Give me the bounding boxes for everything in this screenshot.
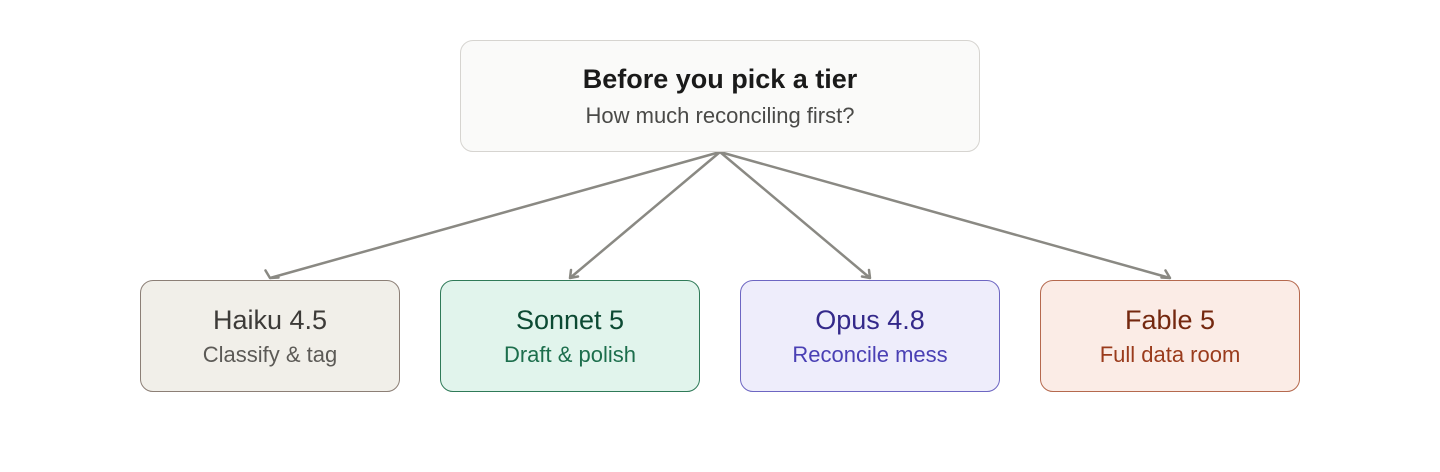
tier-name: Haiku 4.5 [212,305,328,335]
arrowhead-haiku [264,269,280,280]
tier-name: Opus 4.8 [815,305,925,335]
tier-name: Sonnet 5 [515,305,625,335]
tier-task: Reconcile mess [792,342,948,367]
root-title: Before you pick a tier [582,64,858,94]
connector-opus [719,151,871,279]
tier-node-fable: Fable 5 Full data room [1040,280,1300,392]
tier-task: Full data room [1099,342,1241,367]
tier-node-haiku: Haiku 4.5 Classify & tag [140,280,400,392]
connector-fable [719,150,1171,280]
connector-sonnet [569,151,721,279]
tier-task: Draft & polish [503,342,637,367]
connector-haiku [269,150,721,280]
arrowhead-fable [1160,269,1172,280]
root-decision-node: Before you pick a tier How much reconcil… [460,40,980,152]
arrowhead-sonnet [568,268,580,280]
tier-node-opus: Opus 4.8 Reconcile mess [740,280,1000,392]
tier-task: Classify & tag [202,342,338,367]
root-subtitle: How much reconciling first? [585,103,855,128]
tier-name: Fable 5 [1124,305,1216,335]
arrowhead-opus [860,268,872,280]
tier-node-sonnet: Sonnet 5 Draft & polish [440,280,700,392]
